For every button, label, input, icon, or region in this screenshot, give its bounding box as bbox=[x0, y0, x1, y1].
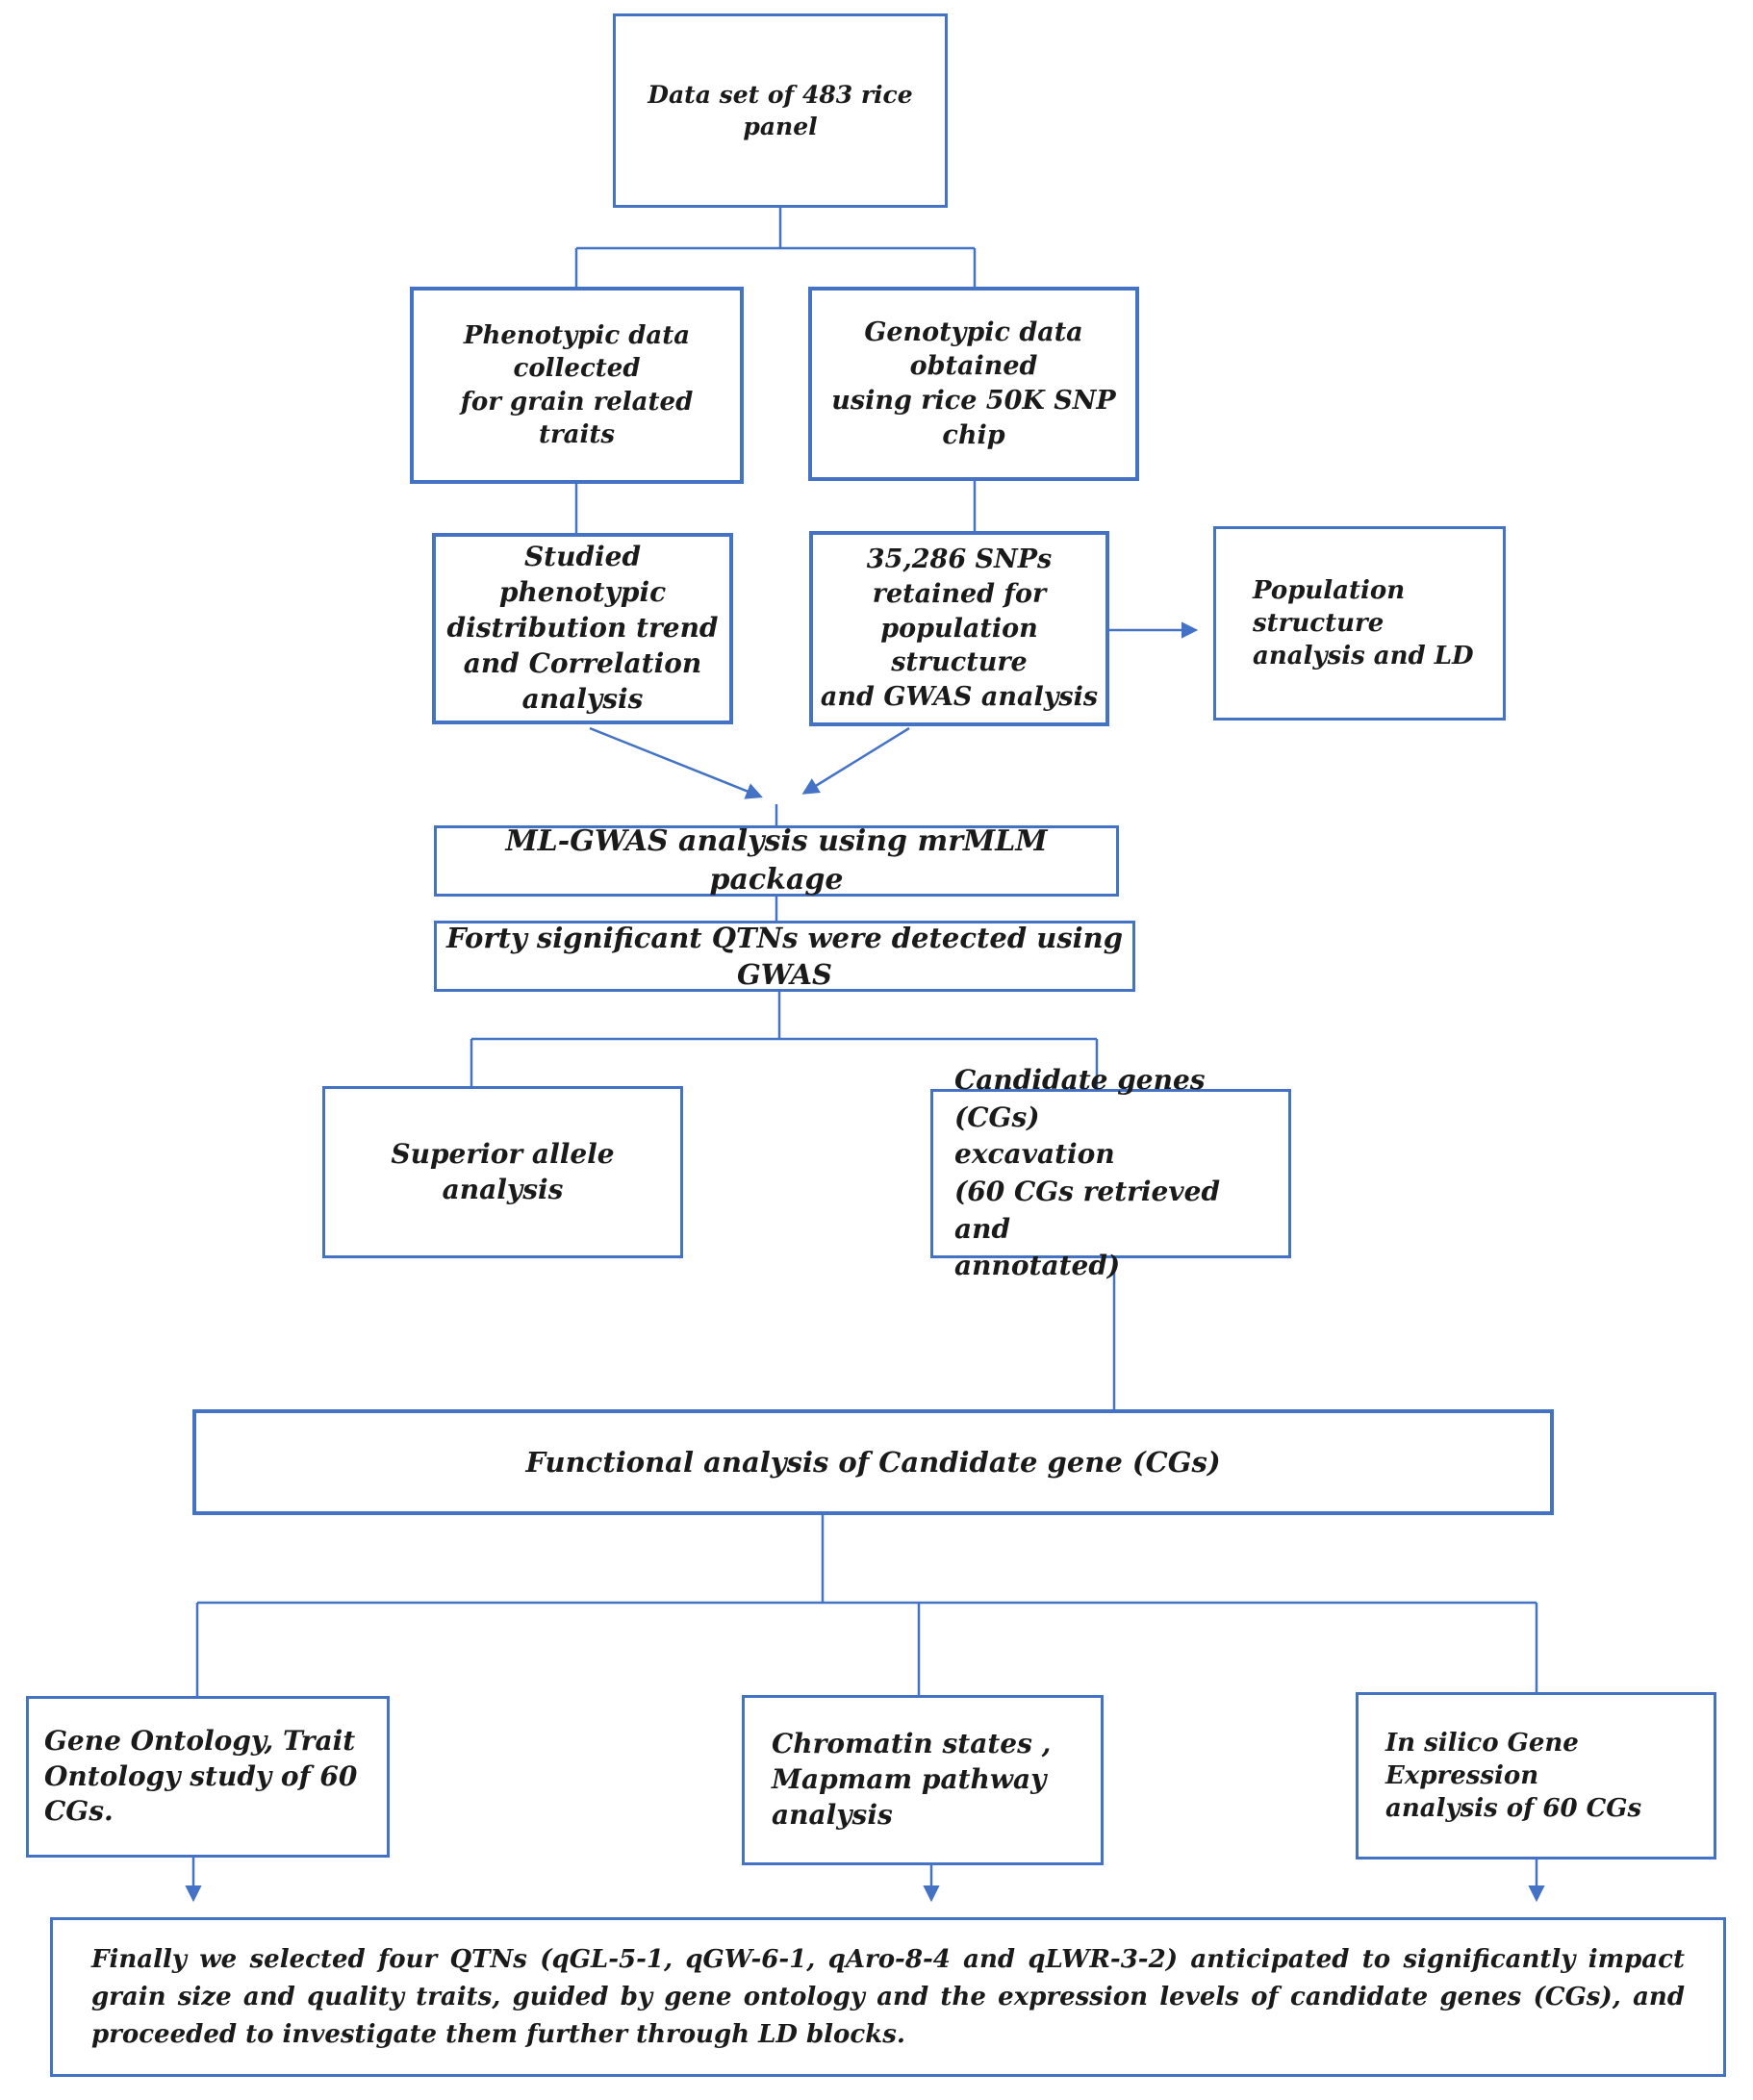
node-final-summary-label: Finally we selected four QTNs (qGL-5-1, … bbox=[91, 1944, 1685, 2049]
node-insilico-expression-label: In silico Gene Expression analysis of 60… bbox=[1385, 1728, 1642, 1824]
node-chromatin-states-label: Chromatin states , Mapmam pathway analys… bbox=[772, 1728, 1052, 1831]
node-superior-allele: Superior allele analysis bbox=[322, 1086, 683, 1258]
node-dataset-label: Data set of 483 rice panel bbox=[648, 81, 913, 140]
node-dataset: Data set of 483 rice panel bbox=[613, 13, 948, 208]
node-phenotypic-distribution: Studied phenotypic distribution trend an… bbox=[432, 533, 733, 724]
node-candidate-genes-label: Candidate genes (CGs) excavation (60 CGs… bbox=[954, 1064, 1221, 1282]
node-phenotypic-distribution-label: Studied phenotypic distribution trend an… bbox=[446, 541, 719, 715]
node-snp-retained: 35,286 SNPs retained for population stru… bbox=[809, 531, 1109, 726]
node-forty-qtns-label: Forty significant QTNs were detected usi… bbox=[445, 921, 1124, 991]
connector-dataset-split bbox=[574, 208, 977, 287]
node-superior-allele-label: Superior allele analysis bbox=[391, 1137, 615, 1205]
connector-forty-split bbox=[470, 992, 1099, 1089]
node-gene-ontology-label: Gene Ontology, Trait Ontology study of 6… bbox=[44, 1724, 358, 1828]
node-genotypic-data-label: Genotypic data obtained using rice 50K S… bbox=[831, 316, 1116, 450]
node-final-summary: Finally we selected four QTNs (qGL-5-1, … bbox=[50, 1917, 1726, 2077]
node-insilico-expression: In silico Gene Expression analysis of 60… bbox=[1356, 1692, 1716, 1860]
node-gene-ontology: Gene Ontology, Trait Ontology study of 6… bbox=[26, 1696, 390, 1858]
node-population-structure-label: Population structure analysis and LD bbox=[1253, 575, 1474, 671]
node-snp-retained-label: 35,286 SNPs retained for population stru… bbox=[820, 544, 1099, 712]
node-ml-gwas-label: ML-GWAS analysis using mrMLM package bbox=[505, 824, 1048, 897]
node-forty-qtns: Forty significant QTNs were detected usi… bbox=[434, 921, 1135, 992]
node-ml-gwas: ML-GWAS analysis using mrMLM package bbox=[434, 824, 1119, 897]
node-phenotypic-data-label: Phenotypic data collected for grain rela… bbox=[460, 320, 694, 449]
node-phenotypic-data: Phenotypic data collected for grain rela… bbox=[410, 287, 744, 484]
node-chromatin-states: Chromatin states , Mapmam pathway analys… bbox=[742, 1695, 1104, 1865]
connector-studied-mlgwas-arrow bbox=[589, 726, 763, 799]
connector-snp-mlgwas-arrow bbox=[801, 726, 910, 795]
node-genotypic-data: Genotypic data obtained using rice 50K S… bbox=[808, 287, 1139, 481]
node-functional-analysis: Functional analysis of Candidate gene (C… bbox=[192, 1409, 1554, 1515]
node-population-structure: Population structure analysis and LD bbox=[1213, 526, 1506, 721]
connector-functional-split bbox=[195, 1515, 1538, 1696]
node-candidate-genes: Candidate genes (CGs) excavation (60 CGs… bbox=[930, 1064, 1291, 1281]
node-functional-analysis-label: Functional analysis of Candidate gene (C… bbox=[525, 1445, 1221, 1479]
